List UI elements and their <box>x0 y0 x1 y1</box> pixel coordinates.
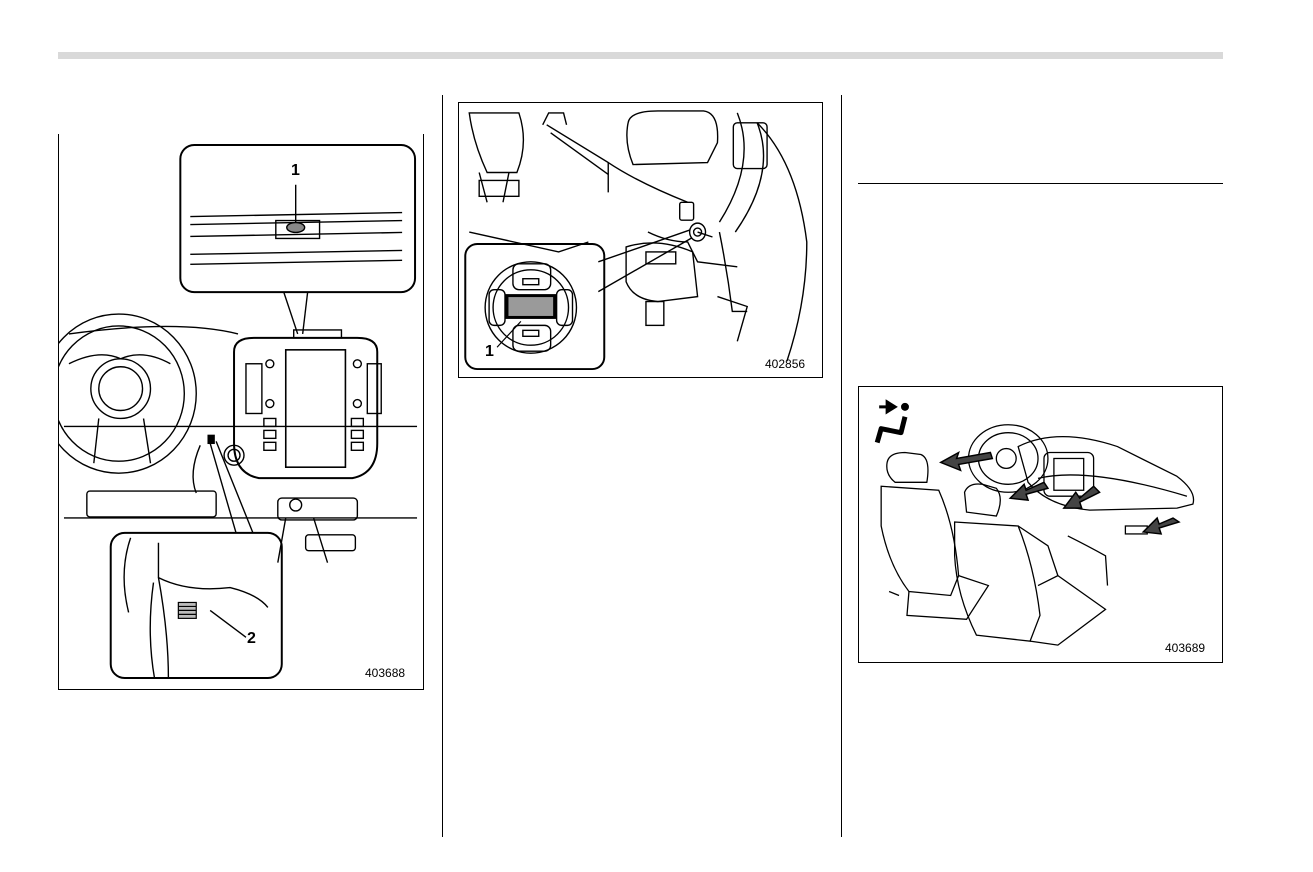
column-divider-right <box>841 95 842 837</box>
header-rule <box>58 52 1223 59</box>
column-divider-left <box>442 95 443 837</box>
figure-rear-seat-switch: 1 402856 <box>458 102 823 378</box>
figure-dashboard-sensor: 1 2 403688 <box>58 134 424 690</box>
figure-code: 403688 <box>365 666 405 680</box>
dashboard-illustration <box>59 134 423 689</box>
figure-code: 403689 <box>1165 641 1205 655</box>
callout-1: 1 <box>485 343 494 361</box>
figure-code: 402856 <box>765 357 805 371</box>
airflow-illustration <box>859 387 1222 662</box>
figure-airflow-vents: 403689 <box>858 386 1223 663</box>
callout-1: 1 <box>291 162 300 180</box>
section-rule <box>858 183 1223 184</box>
rear-seat-illustration <box>459 103 822 377</box>
face-vent-mode-icon <box>877 402 909 443</box>
callout-2: 2 <box>247 630 256 648</box>
